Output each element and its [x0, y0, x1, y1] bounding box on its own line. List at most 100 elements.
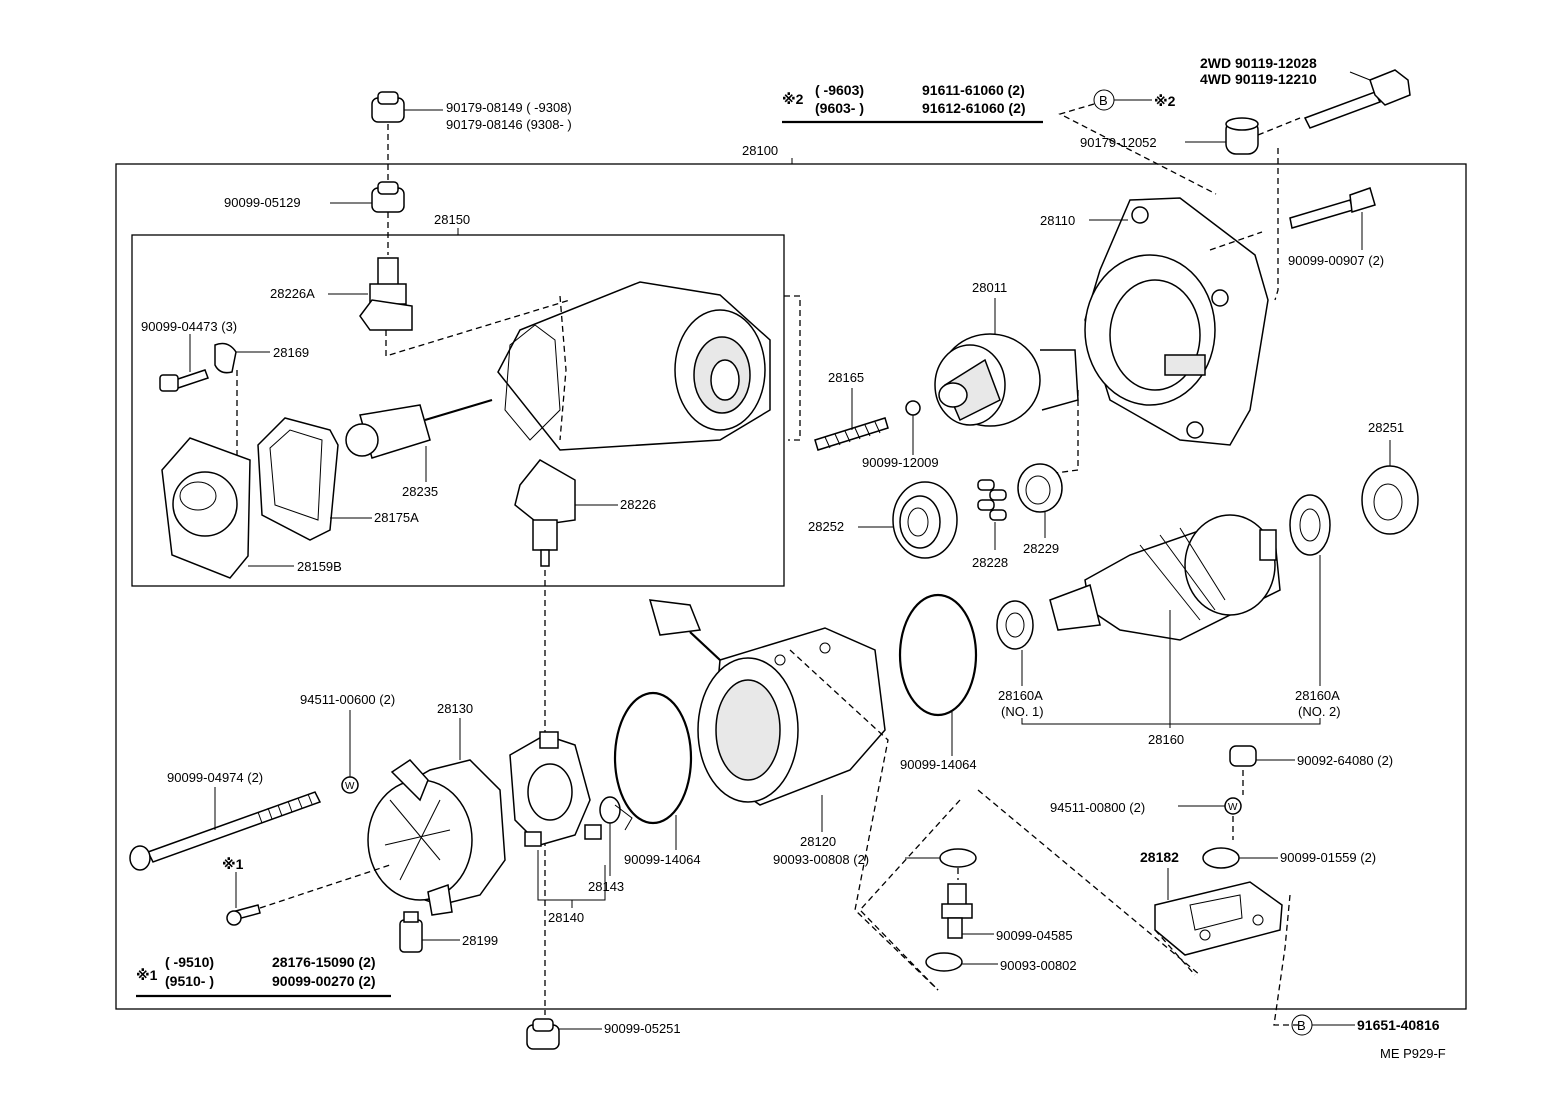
label-p-no1: (NO. 1): [1001, 704, 1044, 719]
label-p-28229: 28229: [1023, 541, 1059, 556]
label-n1-r1-range: ( -9510): [165, 954, 214, 970]
washer-90093-00802: 90093-00802: [925, 952, 1077, 973]
label-n2-mark: ※2: [782, 91, 804, 107]
terminal-28226: 28226: [514, 459, 656, 1015]
label-p-28252: 28252: [808, 519, 844, 534]
label-p-28130: 28130: [437, 701, 473, 716]
label-p-90099-04974: 90099-04974 (2): [167, 770, 263, 785]
label-n2-r1-range: ( -9603): [815, 82, 864, 98]
label-p-94511-00800: 94511-00800 (2): [1050, 800, 1145, 815]
label-n2-r2-part: 91612-61060 (2): [922, 100, 1026, 116]
label-28150: 28150: [434, 212, 470, 227]
label-p-no2: (NO. 2): [1298, 704, 1341, 719]
assembly-28100-frame: [115, 163, 1467, 1010]
washer-90093-00808: 90093-00808 (2): [773, 848, 977, 880]
figure-code: ME P929-F: [1380, 1046, 1446, 1061]
label-p-28175A: 28175A: [374, 510, 419, 525]
label-star2: ※2: [1154, 93, 1176, 109]
label-p-28140: 28140: [548, 910, 584, 925]
rollers-28228: 28228: [972, 479, 1008, 570]
end-frame-28130: 28130: [367, 701, 506, 916]
housing-28110: 28110: [1040, 197, 1269, 446]
label-p-90099-05129: 90099-05129: [224, 195, 301, 210]
washer-90179-12052: 90179-12052: [1080, 117, 1301, 155]
label-p-28228: 28228: [972, 555, 1008, 570]
label-p-90099-12009: 90099-12009: [862, 455, 939, 470]
label-n1-mark: ※1: [136, 967, 158, 983]
label-p-90179-12052: 90179-12052: [1080, 135, 1157, 150]
plunger-28235: 28235: [345, 398, 493, 499]
stud-90099-04585: 90099-04585: [941, 883, 1073, 943]
spring-28165: 28165: [814, 370, 889, 451]
terminal-28226A: 28226A: [270, 257, 571, 357]
label-p-90099-14064b: 90099-14064: [900, 757, 977, 772]
gear-28252: 28252: [808, 481, 958, 559]
clutch-28011: 28011: [934, 280, 1079, 476]
label-p-90099-05251: 90099-05251: [604, 1021, 681, 1036]
label-p-28169: 28169: [273, 345, 309, 360]
label-p-2wd: 2WD 90119-12028: [1200, 55, 1317, 71]
label-w-symbol: W: [345, 781, 355, 792]
label-p-28160A-1: 28160A: [998, 688, 1043, 703]
label-p-90099-04585: 90099-04585: [996, 928, 1073, 943]
label-n1-r1-part: 28176-15090 (2): [272, 954, 376, 970]
bolt-90099-04974: 90099-04974 (2): [129, 770, 322, 871]
label-p-90093-00802: 90093-00802: [1000, 958, 1077, 973]
cover-28159B: 28159B: [161, 437, 342, 579]
label-28160: 28160: [1148, 732, 1184, 747]
label-p-90099-04473: 90099-04473 (3): [141, 319, 237, 334]
w-washer-94511-00800: W 94511-00800 (2): [1050, 797, 1242, 840]
label-p-90099-00907: 90099-00907 (2): [1288, 253, 1384, 268]
armature-bracket: [1021, 718, 1321, 725]
label-p-90099-14064a: 90099-14064: [624, 852, 701, 867]
label-p-90179-08146: 90179-08146 (9308- ): [446, 117, 572, 132]
bearing-28160A-no1: 28160A (NO. 1): [996, 600, 1044, 719]
retainer-28229: 28229: [1017, 463, 1063, 556]
solenoid-housing: [497, 281, 801, 451]
oring-90099-14064-left: 90099-14064: [613, 691, 701, 867]
label-p-28143: 28143: [588, 879, 624, 894]
stud-28199: 28199: [399, 911, 498, 953]
washer-90099-01559: 90099-01559 (2): [1202, 847, 1376, 869]
bolt-90099-00907: 90099-00907 (2): [1288, 187, 1384, 268]
nut-90099-05129: 90099-05129: [224, 181, 405, 255]
ball-90099-12009: 90099-12009: [862, 400, 939, 470]
note-1: ※1 ( -9510) 28176-15090 (2) (9510- ) 900…: [136, 954, 391, 998]
spring-28143: 28143: [588, 796, 633, 894]
yoke-28120: 28120: [648, 599, 939, 991]
armature-28160: [1049, 514, 1281, 641]
b-symbol-top: B ※2: [1058, 89, 1217, 195]
nut-90099-05251: 90099-05251: [526, 1018, 681, 1050]
label-p-94511-00600: 94511-00600 (2): [300, 692, 395, 707]
brush-holder-28140: 28140: [509, 731, 606, 925]
gear-28251: 28251: [1361, 420, 1419, 535]
screw-note1: ※1: [222, 856, 391, 926]
label-p-28011: 28011: [972, 280, 1007, 295]
label-p-28120: 28120: [800, 834, 836, 849]
label-b-symbol: B: [1099, 93, 1108, 108]
b-symbol-bottom: B 91651-40816: [1291, 1014, 1440, 1036]
label-w-symbol: W: [1228, 802, 1238, 813]
label-n2-r1-part: 91611-61060 (2): [922, 82, 1025, 98]
w-washer-94511-00600: W 94511-00600 (2): [300, 692, 395, 794]
label-p-28226A: 28226A: [270, 286, 315, 301]
oring-90099-14064-right: 90099-14064: [898, 593, 978, 772]
label-p-28165: 28165: [828, 370, 864, 385]
bolt-leader-dashed: [1274, 148, 1279, 301]
bearing-28160A-no2: 28160A (NO. 2): [1289, 494, 1341, 719]
label-p-28110: 28110: [1040, 213, 1075, 228]
label-28100: 28100: [742, 143, 778, 158]
label-p-90092-64080: 90092-64080 (2): [1297, 753, 1393, 768]
label-n1-r2-range: (9510- ): [165, 973, 214, 989]
label-p-91651-40816: 91651-40816: [1357, 1017, 1440, 1033]
label-b-symbol: B: [1297, 1018, 1306, 1033]
label-p-90179-08149: 90179-08149 ( -9308): [446, 100, 572, 115]
label-n2-r2-range: (9603- ): [815, 100, 864, 116]
label-p-28160A-2: 28160A: [1295, 688, 1340, 703]
label-p-90099-01559: 90099-01559 (2): [1280, 850, 1376, 865]
note-2: ※2 ( -9603) 91611-61060 (2) (9603- ) 916…: [782, 82, 1043, 124]
label-p-28251: 28251: [1368, 420, 1404, 435]
dashed-bracket-middle: [859, 799, 961, 991]
